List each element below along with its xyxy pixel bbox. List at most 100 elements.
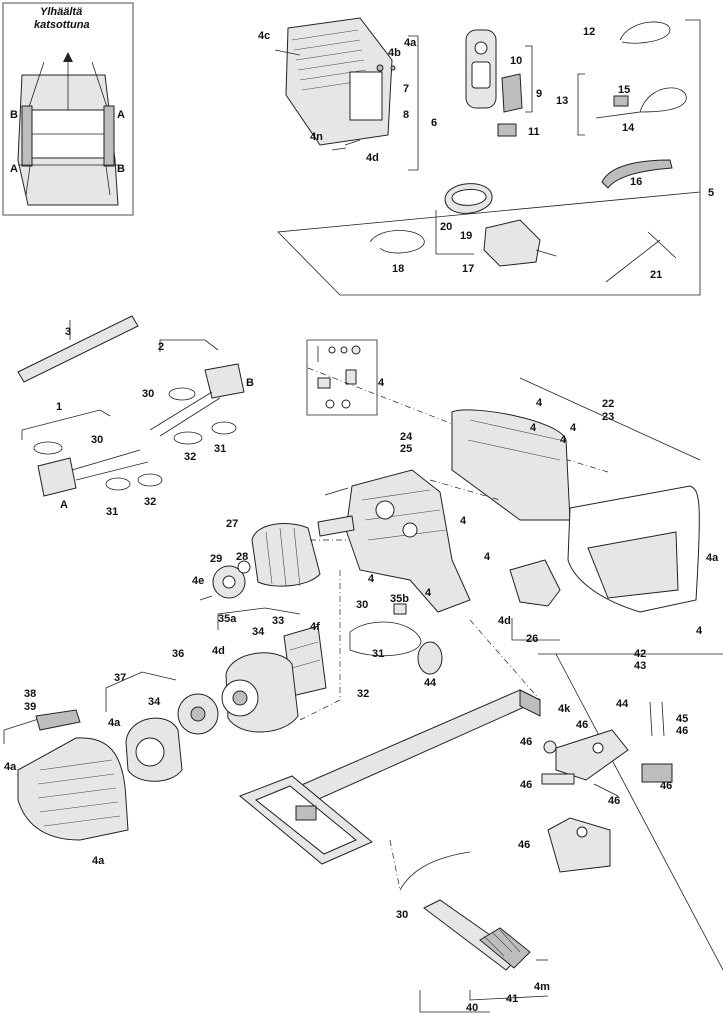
callout-30: 30 [142, 388, 154, 400]
callout-28: 28 [236, 551, 248, 563]
inset-marker-b-right: B [117, 163, 125, 175]
wiring-31 [349, 621, 422, 657]
fuse-cable-14 [595, 87, 687, 119]
callout-7: 7 [403, 83, 409, 95]
callout-4n: 4n [310, 131, 323, 143]
callout-17: 17 [462, 263, 474, 275]
callout-34-b: 34 [148, 696, 161, 708]
gear-housing-24 [345, 469, 471, 613]
callout-31: 31 [214, 443, 226, 455]
rail-bar-3 [17, 315, 139, 383]
callout-19: 19 [460, 230, 472, 242]
callout-18: 18 [392, 263, 404, 275]
callout-4a-fan: 4a [108, 717, 121, 729]
callout-46-c: 46 [520, 736, 532, 748]
callout-13: 13 [556, 95, 568, 107]
callout-37: 37 [114, 672, 126, 684]
callout-a-harness: A [60, 499, 68, 511]
callout-8: 8 [403, 109, 409, 121]
motor-fan-group [3, 603, 443, 841]
callout-23: 23 [602, 411, 614, 423]
spring-41 [479, 927, 531, 969]
callout-24: 24 [400, 431, 413, 443]
callout-2: 2 [158, 341, 164, 353]
harness-group [17, 315, 378, 497]
callout-32-c: 32 [357, 688, 369, 700]
inset-marker-b-left: B [10, 109, 18, 121]
callout-12: 12 [583, 26, 595, 38]
callout-4m: 4m [534, 981, 550, 993]
motor-27 [251, 523, 321, 587]
callout-36: 36 [172, 648, 184, 660]
part-35b [393, 603, 407, 615]
top-view-inset: Ylhäältä katsottuna B A A B [2, 2, 134, 216]
callout-30-d: 30 [396, 909, 408, 921]
callout-4k: 4k [558, 703, 571, 715]
assembly-leader-lines [299, 479, 541, 891]
connector-46 [641, 763, 673, 783]
callout-43: 43 [634, 660, 646, 672]
callout-32: 32 [184, 451, 196, 463]
callout-4a-left: 4a [4, 761, 17, 773]
callout-25: 25 [400, 443, 412, 455]
harness-b-2 [204, 363, 245, 399]
inset-marker-a-left: A [10, 163, 18, 175]
fan-cover-38 [17, 737, 129, 841]
callout-6: 6 [431, 117, 437, 129]
callout-labels: 4c 4b 4a 7 8 6 4n 4d 10 9 11 12 13 15 14… [4, 26, 719, 1014]
inset-title-line1: Ylhäältä [40, 6, 82, 18]
callout-4d: 4d [366, 152, 379, 164]
motor-housing-group [199, 367, 701, 641]
mounting-plate-22 [451, 409, 571, 521]
callout-4-c3: 4 [570, 422, 577, 434]
crank-handle-21 [605, 231, 677, 283]
callout-46-e: 46 [660, 780, 672, 792]
callout-b-harness: B [246, 377, 254, 389]
callout-30-c: 30 [356, 599, 368, 611]
callout-30-b: 30 [91, 434, 103, 446]
hinge-bracket-46 [555, 729, 629, 781]
callout-10: 10 [510, 55, 522, 67]
callout-45: 45 [676, 713, 688, 725]
callout-40: 40 [466, 1002, 478, 1014]
callout-35a: 35a [218, 613, 237, 625]
callout-1: 1 [56, 401, 62, 413]
callout-31-b: 31 [106, 506, 118, 518]
callout-46-g: 46 [518, 839, 530, 851]
callout-4d-clip: 4d [498, 615, 511, 627]
callout-29: 29 [210, 553, 222, 565]
callout-4b: 4b [388, 47, 401, 59]
callout-4-c1: 4 [536, 397, 543, 409]
callout-46-a: 46 [676, 725, 688, 737]
callout-4-cover: 4 [696, 625, 703, 637]
callout-4e: 4e [192, 575, 204, 587]
callout-4a-cover: 4a [706, 552, 719, 564]
callout-4-m: 4 [430, 677, 437, 689]
callout-4c: 4c [258, 30, 270, 42]
callout-38: 38 [24, 688, 36, 700]
callout-31-c: 31 [372, 648, 384, 660]
callout-39: 39 [24, 701, 36, 713]
callout-11: 11 [528, 126, 540, 138]
callout-4d-motor: 4d [212, 645, 225, 657]
callout-4-c2: 4 [530, 422, 537, 434]
fastener-kit-4 [317, 345, 361, 409]
callout-46-f: 46 [608, 795, 620, 807]
callout-14: 14 [622, 122, 635, 134]
callout-15: 15 [618, 84, 630, 96]
control-box-label-plate [349, 71, 383, 121]
callout-46-b: 46 [576, 719, 588, 731]
inset-title-line2: katsottuna [34, 19, 90, 31]
spiral-hose-16 [601, 159, 673, 189]
clip-26 [509, 559, 561, 607]
callout-4a: 4a [404, 37, 417, 49]
washer-28 [237, 560, 251, 574]
control-unit-group [274, 17, 701, 296]
inset-marker-a-right: A [117, 109, 125, 121]
callout-4-g5: 4 [424, 677, 431, 689]
callout-4-g4: 4 [368, 573, 375, 585]
callout-20: 20 [440, 221, 452, 233]
callout-34-a: 34 [252, 626, 265, 638]
callout-42: 42 [634, 648, 646, 660]
